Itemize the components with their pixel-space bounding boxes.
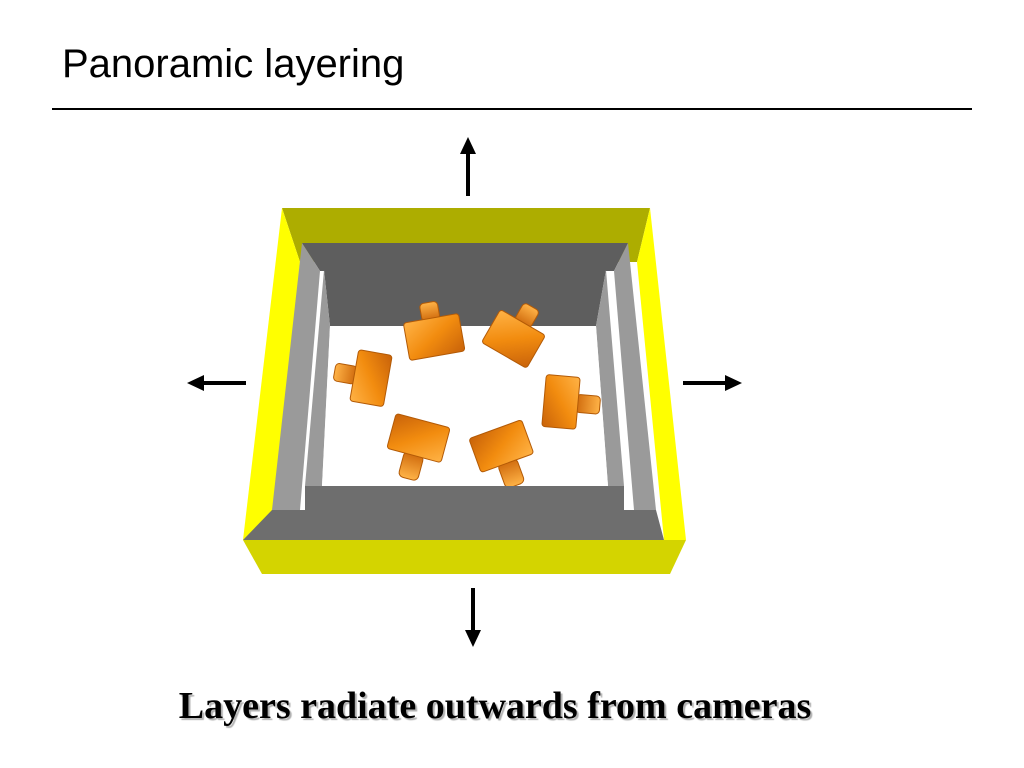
cameras [333,301,601,489]
middle-layer-front [243,510,664,540]
middle-layer-left [272,243,320,510]
camera-icon [482,303,545,368]
inner-layer-right [596,270,624,486]
camera-icon [403,301,466,361]
camera-icon [386,413,451,481]
camera-icon [469,419,534,489]
slide-caption: Layers radiate outwards from cameras [178,685,812,727]
slide-title: Panoramic layering [62,42,405,86]
middle-layer-right [614,243,656,510]
inner-layer-left [305,270,330,486]
front-walls [243,486,686,574]
arrow-right-icon [683,375,742,391]
outer-layer-left [243,208,300,540]
arrow-up-icon [460,137,476,196]
inner-layer [305,270,624,486]
title-divider [52,108,972,110]
camera-icon [333,349,393,407]
inner-layer-front [305,486,624,510]
outer-layer-front [243,540,686,574]
camera-icon [541,374,601,430]
inner-layer-back [324,270,606,326]
outer-layer-right [637,208,686,540]
middle-layer [272,243,656,510]
middle-layer-back [302,243,628,271]
arrow-left-icon [187,375,246,391]
arrow-down-icon [465,588,481,647]
